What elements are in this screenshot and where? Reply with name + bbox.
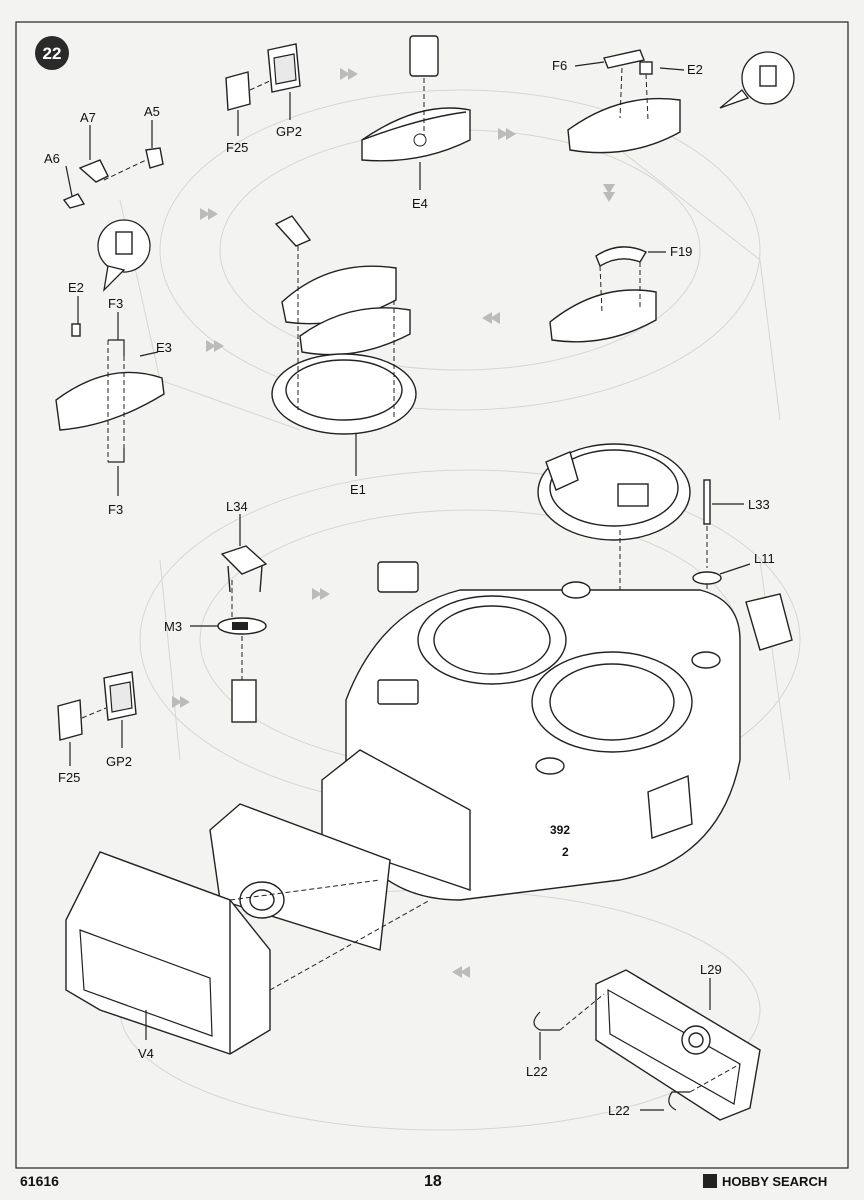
- label-a6: A6: [44, 151, 60, 166]
- rear-box-l29: [533, 969, 761, 1121]
- label-e2-top: E2: [687, 62, 703, 77]
- step-badge: 22: [35, 36, 69, 70]
- page-frame: [15, 21, 849, 1169]
- watermark-text: HOBBY SEARCH: [722, 1174, 827, 1189]
- hatch-commander: [537, 443, 751, 700]
- label-e1: E1: [350, 482, 366, 497]
- label-f3-top: F3: [108, 296, 123, 311]
- page-number: 18: [424, 1173, 442, 1190]
- label-f25-top: F25: [226, 140, 248, 155]
- label-a5: A5: [144, 104, 160, 119]
- label-a7: A7: [80, 110, 96, 125]
- label-l33: L33: [748, 497, 770, 512]
- hatch-f6-e2: [567, 49, 795, 154]
- label-f19: F19: [670, 244, 692, 259]
- turret-ring-e1: [271, 215, 417, 476]
- label-f6: F6: [552, 58, 567, 73]
- label-e4: E4: [412, 196, 428, 211]
- kit-number: 61616: [20, 1173, 59, 1189]
- label-l29: L29: [700, 962, 722, 977]
- flow-arrow: [172, 68, 615, 978]
- label-l22-a: L22: [526, 1064, 548, 1079]
- label-f25-bottom: F25: [58, 770, 80, 785]
- turret-main-body: [209, 561, 793, 951]
- f25-gp2-bottom-assembly: [57, 671, 137, 766]
- label-gp2-top: GP2: [276, 124, 302, 139]
- label-m3: M3: [164, 619, 182, 634]
- step-number: 22: [43, 44, 62, 63]
- label-e3: E3: [156, 340, 172, 355]
- label-l34: L34: [226, 499, 248, 514]
- turret-number-2: 2: [562, 845, 569, 859]
- label-l22-b: L22: [608, 1103, 630, 1118]
- hatch-e4: [361, 35, 471, 190]
- label-l11: L11: [754, 551, 775, 566]
- stowage-bin-v4: [65, 851, 431, 1055]
- label-e2-left: E2: [68, 280, 84, 295]
- hinge-assembly-a: [62, 120, 164, 209]
- watermark: HOBBY SEARCH: [703, 1174, 827, 1189]
- turret-number-1: 392: [550, 823, 570, 837]
- periscope-l34-m3: [190, 514, 268, 723]
- hatch-f19: [549, 246, 666, 343]
- label-f3-bottom: F3: [108, 502, 123, 517]
- label-v4: V4: [138, 1046, 154, 1061]
- f25-gp2-top-assembly: [225, 43, 301, 136]
- label-gp2-bottom: GP2: [106, 754, 132, 769]
- hatch-e3: [55, 219, 165, 496]
